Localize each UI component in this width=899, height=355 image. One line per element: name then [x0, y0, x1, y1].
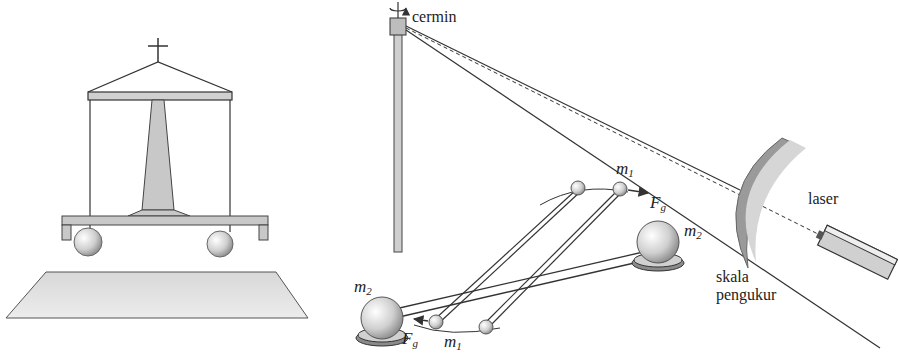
light-ray	[406, 30, 880, 348]
small-sphere	[479, 320, 493, 334]
mass-label: m1	[616, 160, 634, 179]
large-arm	[382, 250, 652, 312]
large-sphere	[361, 297, 403, 339]
lower-platform	[62, 216, 268, 225]
laser-label: laser	[808, 190, 838, 208]
laser-body	[818, 225, 898, 279]
hanging-wire	[229, 100, 230, 232]
hanging-wire	[89, 100, 90, 228]
force-arrow	[414, 319, 428, 321]
large-sphere	[207, 231, 233, 257]
apparatus-side-view	[6, 38, 308, 318]
vertical-rod	[394, 34, 402, 252]
large-arm	[386, 258, 656, 320]
top-bar	[88, 92, 232, 100]
mass-label: m1	[444, 333, 462, 352]
laser-top	[825, 225, 898, 265]
mass-label: m2	[684, 222, 702, 241]
small-arm	[439, 191, 581, 323]
platform-leg	[259, 225, 268, 240]
small-sphere	[613, 182, 627, 196]
base-plate	[6, 272, 308, 318]
small-sphere	[429, 315, 443, 329]
mass-label: m2	[354, 278, 372, 297]
force-label: Fg	[650, 194, 666, 213]
mirror-label: cermin	[412, 8, 456, 26]
force-arrow	[628, 190, 648, 193]
small-sphere	[571, 181, 585, 195]
mirror	[390, 18, 406, 35]
central-pillar	[142, 100, 174, 210]
torsion-fibre	[397, 2, 398, 18]
platform-leg	[62, 225, 71, 240]
suspension-knob	[148, 45, 168, 47]
laser-device	[813, 223, 897, 279]
small-arm	[488, 192, 622, 328]
torsion-balance	[356, 2, 897, 348]
suspension-wire	[157, 38, 159, 62]
large-sphere	[637, 221, 679, 263]
laser-aperture	[816, 230, 825, 240]
small-arm	[434, 190, 576, 320]
small-arm	[484, 190, 618, 324]
light-ray	[406, 26, 740, 190]
large-sphere	[74, 228, 102, 256]
scale-label: skala pengukur	[716, 268, 788, 303]
measuring-scale-face	[746, 140, 806, 262]
force-label: Fg	[402, 330, 418, 349]
pillar-foot	[128, 210, 190, 216]
suspension-roof	[88, 62, 232, 92]
